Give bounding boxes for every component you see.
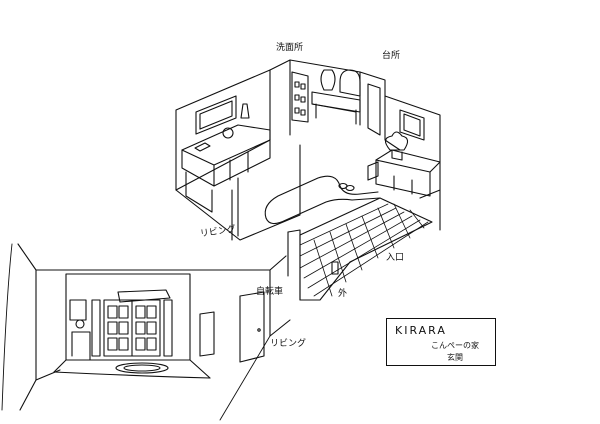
title-text: KIRARA <box>395 324 447 337</box>
front-door <box>103 299 161 357</box>
console-table <box>311 91 361 113</box>
label-bicycle: 自転車 <box>256 287 284 297</box>
label-entrance: 入口 <box>386 253 405 263</box>
umbrella-stand <box>331 261 339 275</box>
back-wall <box>269 59 291 136</box>
title-box: KIRARA こんぺーの家 玄関 <box>386 318 496 366</box>
mirror <box>339 69 361 97</box>
label-living-lower: リビング <box>270 339 307 349</box>
plant-icon <box>384 131 409 151</box>
step-edge <box>264 175 379 219</box>
kitchen-door <box>367 83 381 136</box>
right-wall-picture <box>399 109 425 141</box>
perspective-entrance-view <box>1 243 291 421</box>
entry-rug <box>115 362 169 374</box>
title-caption: 玄関 <box>447 353 463 362</box>
label-washroom: 洗面所 <box>276 43 304 53</box>
label-kitchen: 台所 <box>382 51 401 61</box>
label-outside: 外 <box>338 289 348 299</box>
left-counter <box>181 124 271 187</box>
washroom-door <box>291 71 309 123</box>
shoe-cabinet <box>375 159 431 197</box>
tiled-floor <box>299 197 433 301</box>
title-subtitle: こんぺーの家 <box>431 341 479 350</box>
living-door <box>239 291 265 363</box>
isometric-entrance-view <box>175 59 441 301</box>
wall-painting <box>195 95 237 135</box>
vase-icon <box>320 69 336 91</box>
